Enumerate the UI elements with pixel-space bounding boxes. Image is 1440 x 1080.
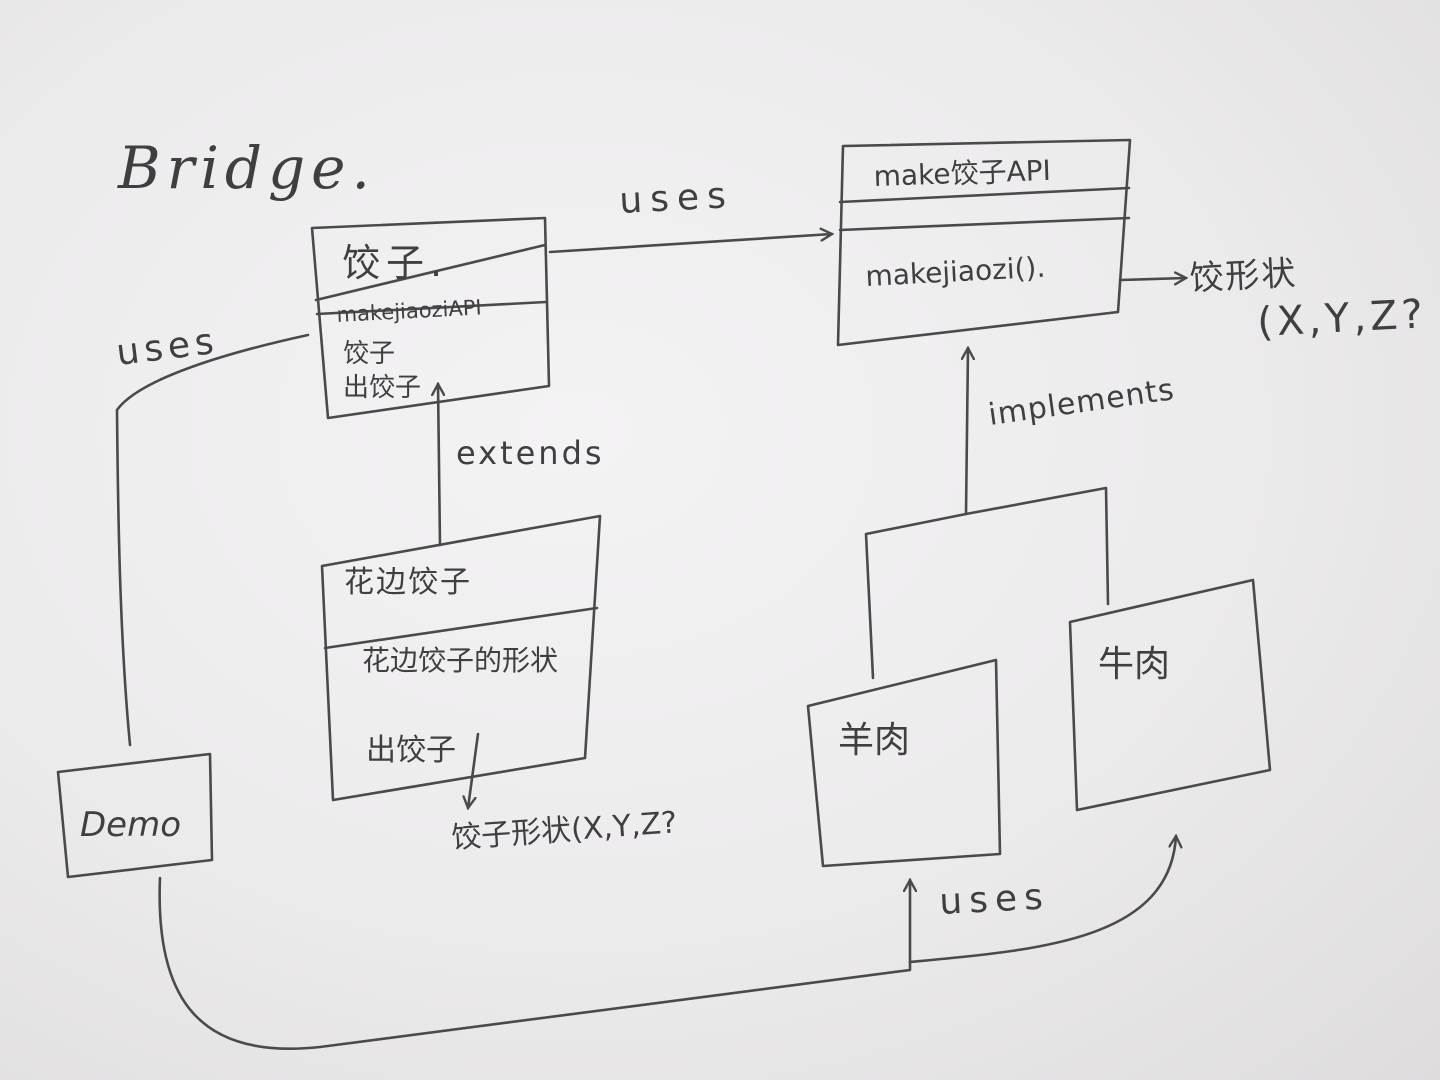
implements-connector-yangrou <box>864 512 968 680</box>
class-box-yangrou-outline <box>806 658 1002 868</box>
uses-connector-left <box>115 333 310 747</box>
class-box-make-api-divider-1 <box>838 186 1131 204</box>
api-shape-note-line1: 饺形状 <box>1188 253 1298 299</box>
uses-label-top: uses <box>618 175 734 222</box>
class-box-jiaozi-divider-2 <box>315 300 548 316</box>
class-name-niurou: 牛肉 <box>1098 644 1170 685</box>
class-box-jiaozi-outline <box>310 216 551 420</box>
class-member-jiaozi-3: 出饺子 <box>343 373 421 403</box>
class-box-niurou: 牛肉 <box>1068 578 1272 812</box>
huabian-shape-note: 饺子形状(X,Y,Z? <box>450 805 678 856</box>
class-box-jiaozi-divider <box>314 243 547 302</box>
class-box-huabian: 花边饺子 花边饺子的形状 出饺子 <box>320 514 602 802</box>
uses-connector-bottom <box>158 876 910 1050</box>
class-box-make-api-outline <box>836 138 1132 347</box>
class-box-make-api: make饺子API makejiaozi(). <box>836 138 1132 347</box>
class-box-huabian-divider <box>323 606 599 650</box>
class-name-yangrou: 羊肉 <box>838 720 910 761</box>
api-shape-note-line2: (X,Y,Z? <box>1256 291 1428 346</box>
class-box-demo-outline <box>56 752 214 879</box>
diagram-title: Bridge. <box>117 134 376 202</box>
class-member-huabian-2: 出饺子 <box>366 733 456 768</box>
class-member-make-api-1: makejiaozi(). <box>865 251 1046 293</box>
implements-connector-niurou <box>964 486 1110 606</box>
uses-connector-bottom-branch <box>908 836 1176 964</box>
uses-label-bottom: uses <box>938 876 1050 923</box>
class-box-huabian-outline <box>320 514 602 802</box>
implements-label: implements <box>986 372 1177 433</box>
class-name-huabian: 花边饺子 <box>344 565 472 600</box>
uses-connector-top <box>548 234 832 254</box>
class-box-jiaozi: 饺子. makejiaoziAPI 饺子 出饺子 <box>310 216 551 420</box>
class-box-niurou-outline <box>1068 578 1272 812</box>
implements-connector-trunk <box>966 348 968 516</box>
extends-label: extends <box>456 434 605 472</box>
extends-connector <box>438 384 440 547</box>
class-box-demo: Demo <box>56 752 214 879</box>
class-name-demo: Demo <box>80 805 181 845</box>
class-member-jiaozi-2: 饺子 <box>343 339 395 369</box>
class-member-huabian-1: 花边饺子的形状 <box>362 644 558 677</box>
api-shape-connector <box>1118 278 1186 280</box>
class-box-yangrou: 羊肉 <box>806 658 1002 868</box>
class-name-jiaozi: 饺子. <box>342 241 448 285</box>
uses-label-left: uses <box>114 321 221 374</box>
class-box-make-api-divider-2 <box>838 216 1131 232</box>
huabian-shape-connector <box>468 732 480 808</box>
class-name-make-api: make饺子API <box>873 154 1051 193</box>
class-member-jiaozi-1: makejiaoziAPI <box>336 295 482 327</box>
